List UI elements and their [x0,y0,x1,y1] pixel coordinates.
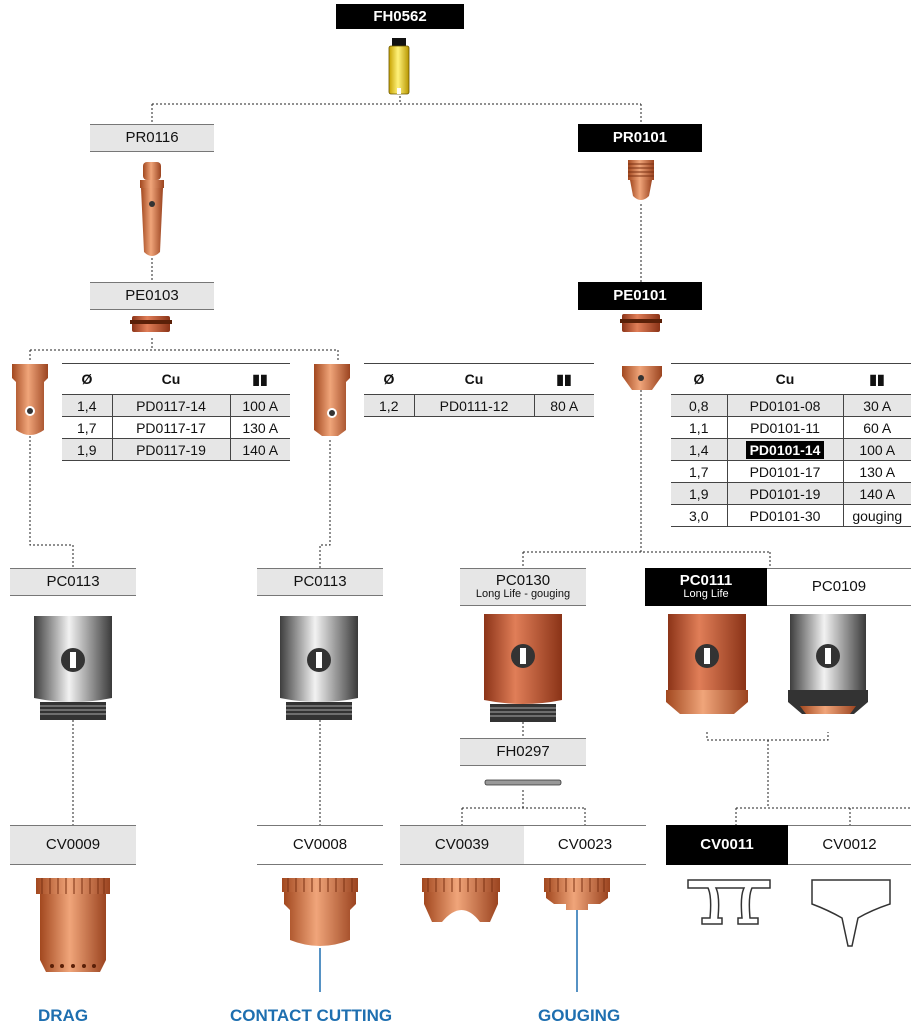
torch-part [388,38,410,95]
spacer-fh0297-part [484,779,562,786]
diffuser-label-pe0103: PE0103 [90,282,214,310]
col-dia: Ø [671,363,727,395]
electrode-label-pr0101: PR0101 [578,124,702,152]
shield-label-cv0011: CV0011 [666,825,788,865]
nozzle-pd0117-part [12,364,48,435]
diffuser-pe0101-part [620,314,662,332]
highlighted-code: PD0101-14 [745,440,825,459]
electrode-pr0101-part [628,160,654,200]
cap-pc0130-part [484,614,562,722]
col-cu: Cu [727,363,843,395]
shield-cv0008-part [282,878,358,946]
cap-pc0113-1-part [34,616,112,720]
shield-label-cv0023: CV0023 [524,825,646,865]
diffuser-label-pe0101: PE0101 [578,282,702,310]
torch-label: FH0562 [336,4,464,29]
shield-label-cv0008: CV0008 [257,825,383,865]
shield-label-cv0009: CV0009 [10,825,136,865]
cap-subtitle: Long Life [683,588,729,601]
stack-icon: ▮▮ [534,363,594,395]
col-dia: Ø [364,363,414,395]
cap-label-pc0111: PC0111 Long Life [645,568,767,606]
caption-contact-cutting: CONTACT CUTTING [230,1006,393,1025]
cap-pc0113-2-part [280,616,358,720]
shield-cv0039-part [422,878,500,922]
electrode-pr0116-part [140,162,164,256]
nozzle-pd0111-part [314,364,350,436]
cap-code: PC0111 [679,572,733,590]
shield-cv0009-part [36,878,110,972]
shield-label-cv0012: CV0012 [788,825,911,865]
col-cu: Cu [414,363,534,395]
cap-subtitle: Long Life - gouging [475,588,571,601]
shield-cv0023-part [544,878,610,910]
cap-label-pc0113-2: PC0113 [257,568,383,596]
nozzle-pd0101-part [622,366,662,390]
caption-gouging: GOUGING [538,1006,621,1025]
shield-label-cv0039: CV0039 [400,825,524,865]
cap-code: PC0130 [495,572,551,590]
diffuser-pe0103-part [130,316,172,332]
cap-label-pc0109: PC0109 [767,568,911,606]
col-dia: Ø [62,363,112,395]
cap-pc0111-part [666,614,748,714]
cap-label-pc0130: PC0130 Long Life - gouging [460,568,586,606]
caption-drag: DRAG [38,1006,89,1025]
electrode-label-pr0116: PR0116 [90,124,214,152]
cap-pc0109-part [788,614,868,714]
shield-cv0011-part [687,879,771,925]
stack-icon: ▮▮ [230,363,290,395]
cap-label-pc0113-1: PC0113 [10,568,136,596]
spacer-label-fh0297: FH0297 [460,738,586,766]
shield-cv0012-part [811,879,891,947]
stack-icon: ▮▮ [843,363,911,395]
col-cu: Cu [112,363,230,395]
